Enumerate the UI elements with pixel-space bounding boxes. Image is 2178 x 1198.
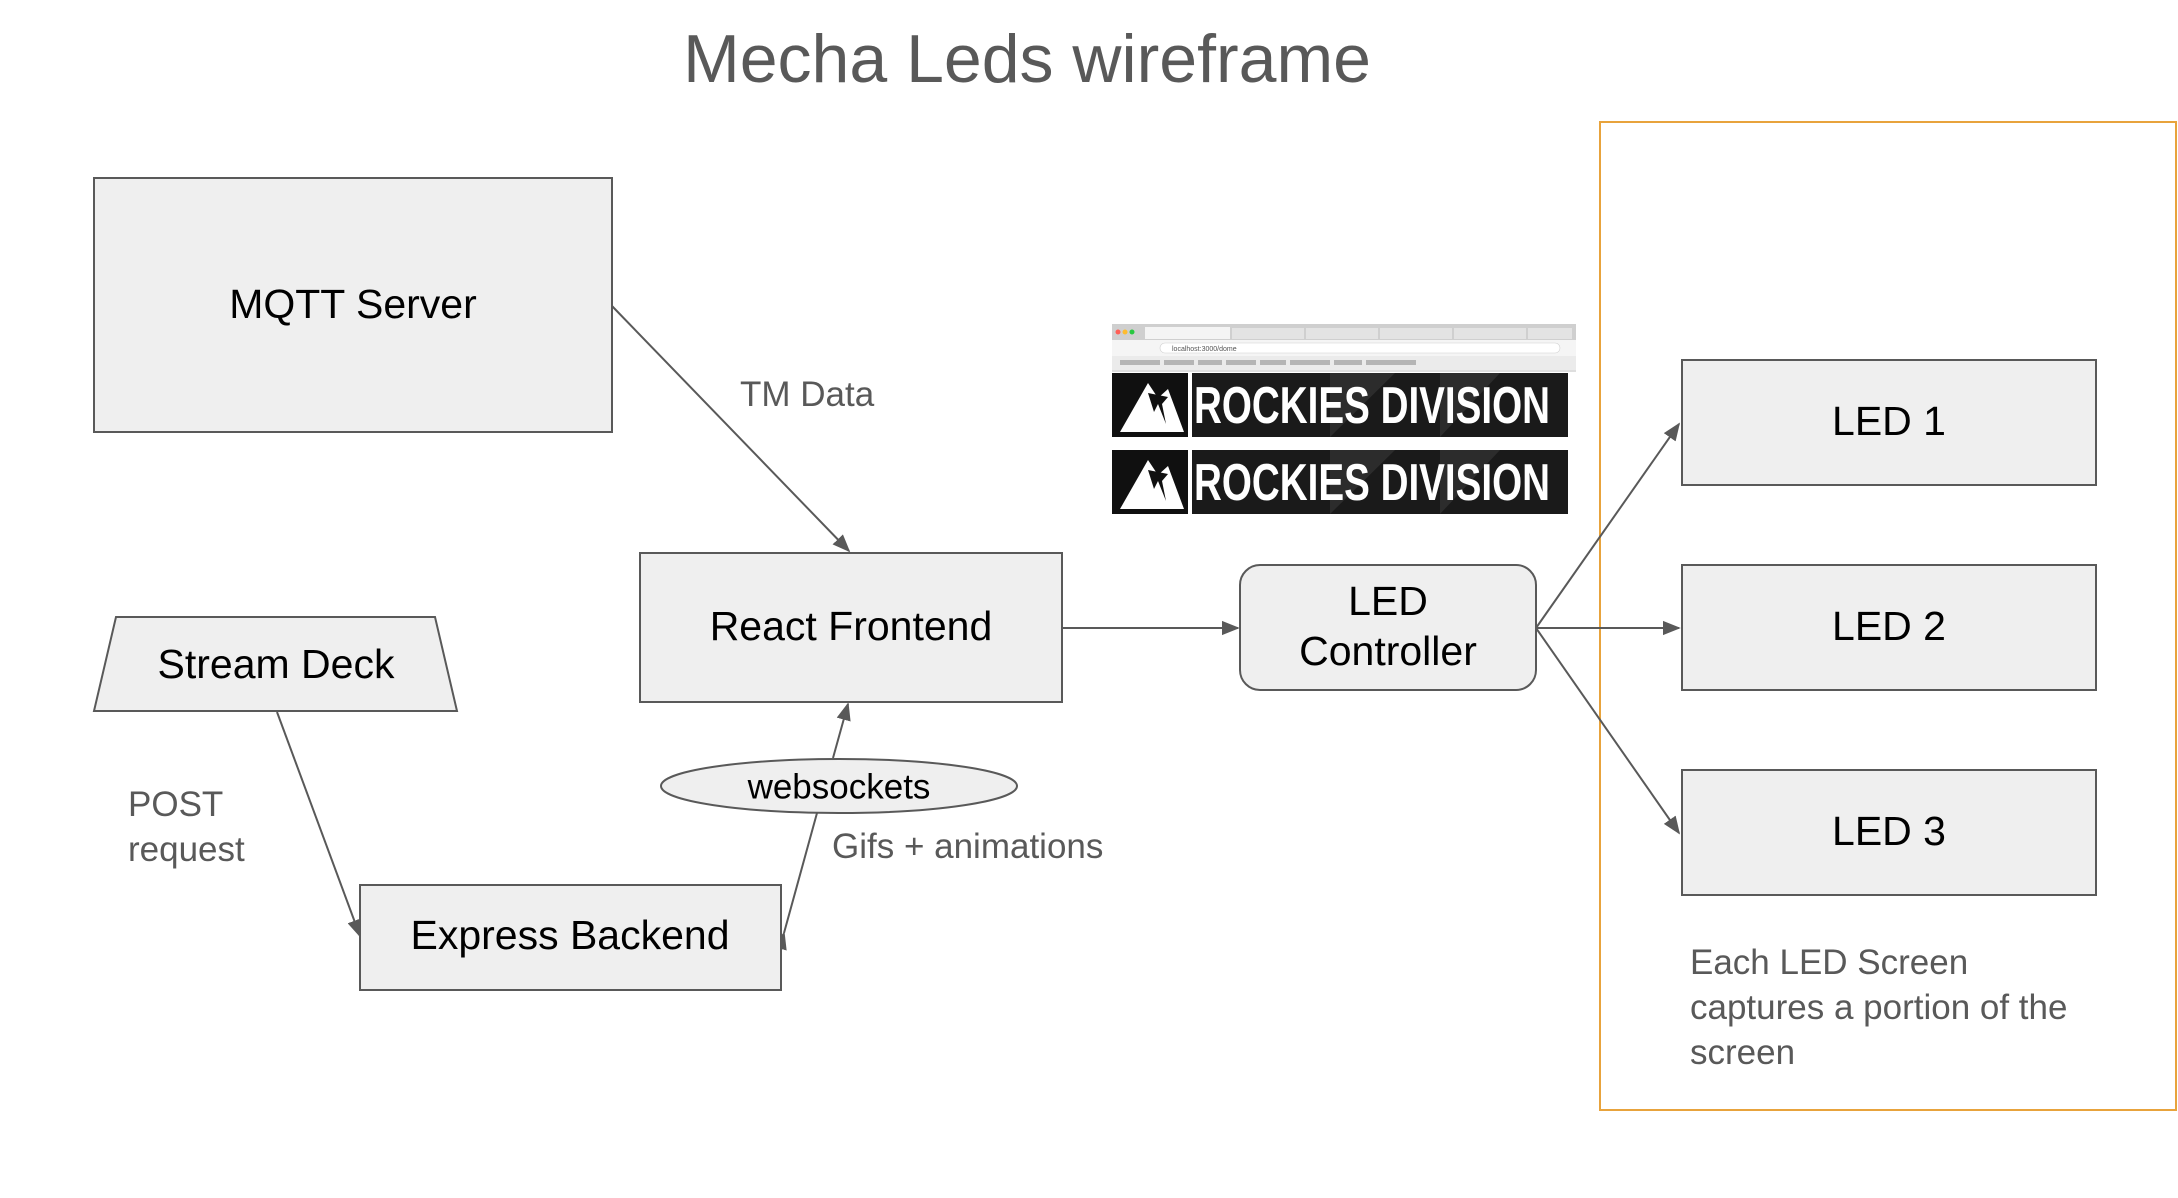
- mqtt-server-node: MQTT Server: [93, 177, 613, 433]
- express-backend-label: Express Backend: [410, 912, 729, 958]
- led-note-line1: Each LED Screen: [1690, 943, 1968, 982]
- diagram-title: Mecha Leds wireframe: [683, 21, 1371, 97]
- mountain-logo-icon-2: [1120, 460, 1184, 509]
- led3-node: LED 3: [1681, 769, 2097, 896]
- edge-streamdeck-to-express: [276, 711, 362, 938]
- led2-label: LED 2: [1832, 603, 1946, 649]
- mqtt-server-label: MQTT Server: [229, 281, 477, 327]
- led-controller-label-line2: Controller: [1299, 628, 1477, 674]
- led-group-border: [1599, 121, 2177, 1111]
- banner-text-2: ROCKIES DIVISION: [1194, 454, 1550, 512]
- led-controller-label-line1: LED: [1348, 578, 1428, 624]
- led3-label: LED 3: [1832, 808, 1946, 854]
- stream-deck-node: Stream Deck: [92, 616, 459, 712]
- browser-address-bar: localhost:3000/dome: [1172, 346, 1237, 353]
- led-note-line2: captures a portion of the: [1690, 988, 2067, 1027]
- websockets-label: websockets: [747, 767, 931, 806]
- edge-controller-to-led3: [1535, 627, 1681, 835]
- browser-screenshot: localhost:3000/dome ROCKIES DIVISION ROC…: [1112, 324, 1576, 515]
- edge-websockets-to-react: [832, 702, 851, 759]
- react-frontend-label: React Frontend: [710, 603, 993, 649]
- led-controller-node: LED Controller: [1239, 564, 1537, 691]
- led1-node: LED 1: [1681, 359, 2097, 486]
- edge-controller-to-led1: [1535, 422, 1681, 629]
- tm-data-label: TM Data: [740, 375, 875, 414]
- banner-text-1: ROCKIES DIVISION: [1194, 377, 1550, 435]
- edge-mqtt-to-react: [611, 305, 851, 553]
- led1-label: LED 1: [1832, 398, 1946, 444]
- edge-express-to-websockets: [772, 812, 818, 951]
- post-request-label-line2: request: [128, 830, 245, 869]
- react-frontend-node: React Frontend: [639, 552, 1063, 703]
- express-backend-node: Express Backend: [359, 884, 782, 991]
- led2-node: LED 2: [1681, 564, 2097, 691]
- gifs-animations-label: Gifs + animations: [832, 827, 1103, 866]
- stream-deck-label: Stream Deck: [158, 641, 395, 687]
- websockets-node: websockets: [660, 758, 1018, 814]
- led-note-line3: screen: [1690, 1033, 1795, 1072]
- mountain-logo-icon: [1120, 383, 1184, 432]
- post-request-label-line1: POST: [128, 785, 223, 824]
